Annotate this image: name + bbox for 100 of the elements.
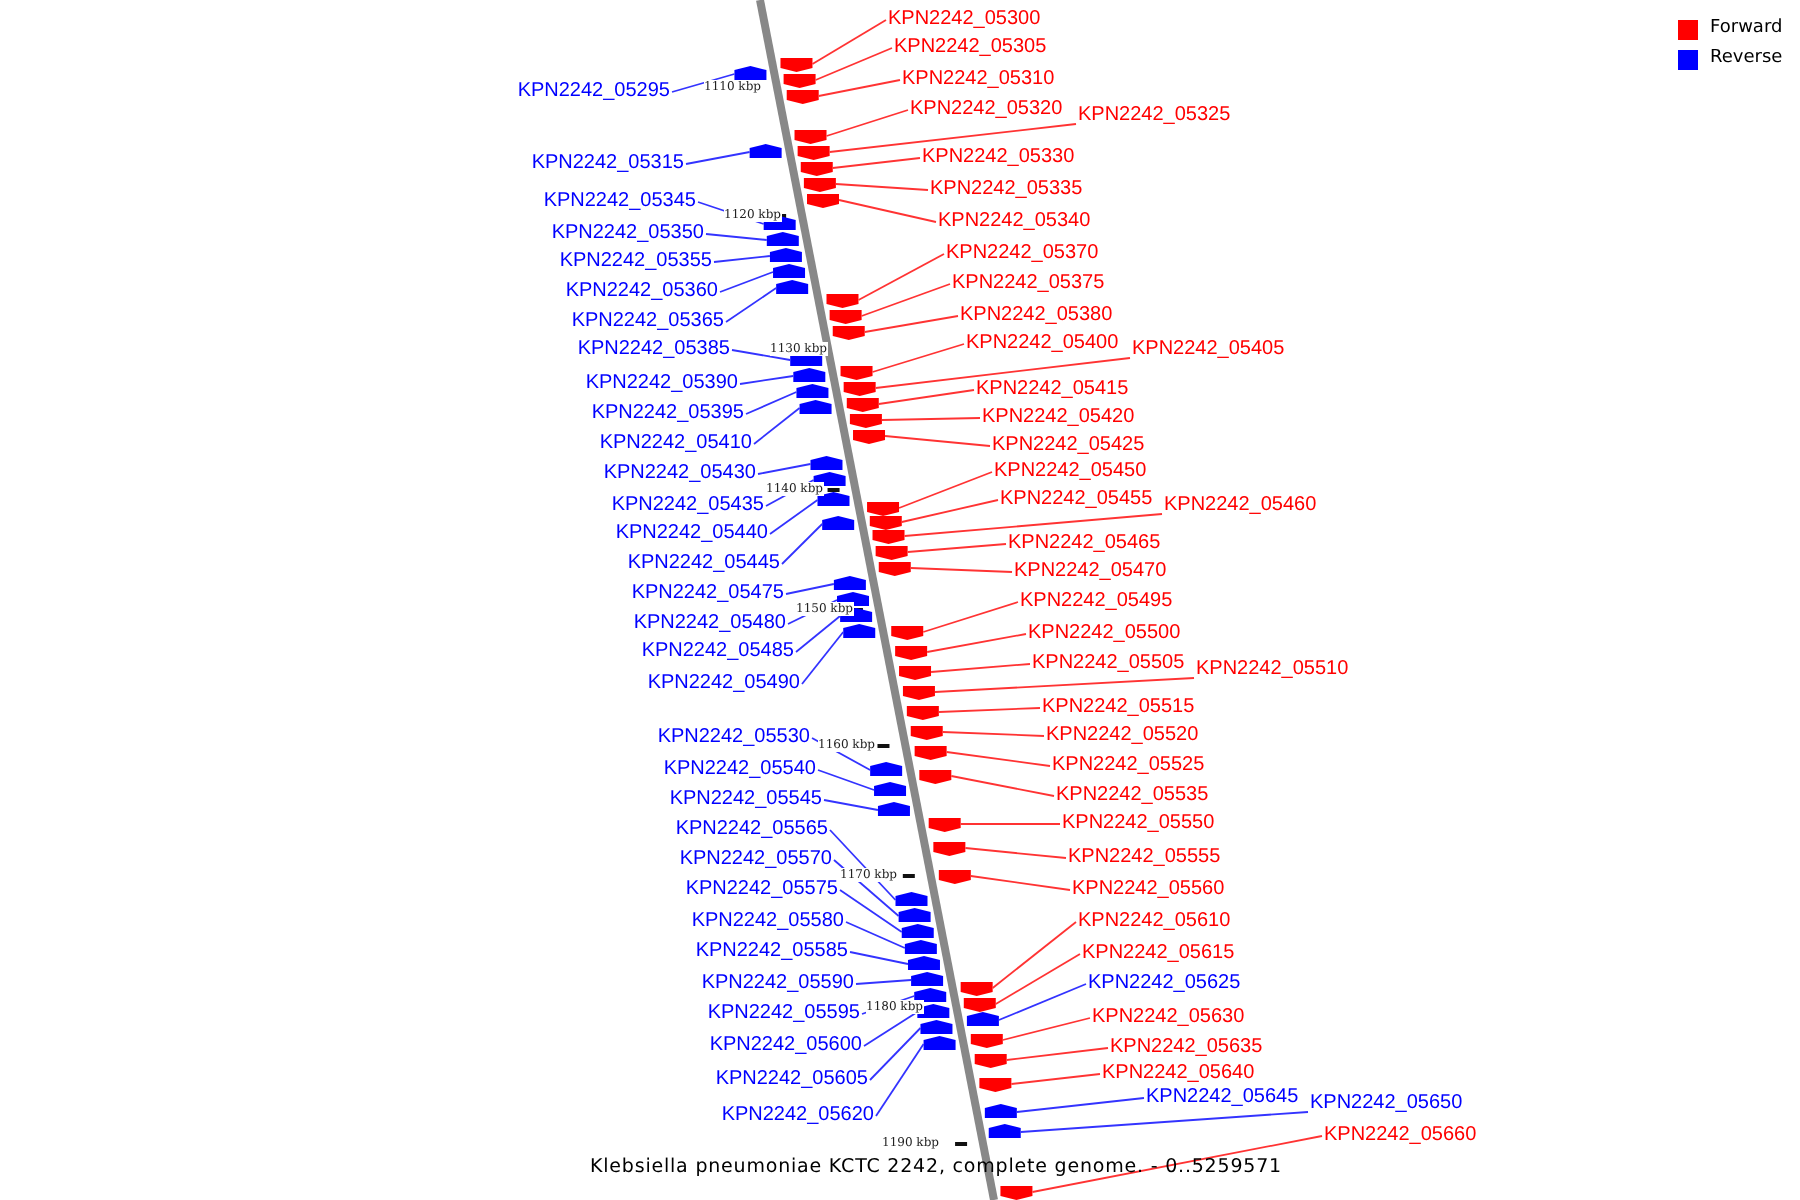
- leader-line: [969, 875, 1071, 891]
- gene-label: KPN2242_05595: [707, 1002, 860, 1026]
- leader-line: [863, 1011, 919, 1047]
- gene-block: [908, 956, 940, 970]
- gene-block: [840, 366, 873, 380]
- leader-line: [860, 283, 951, 317]
- gene-label: KPN2242_05455: [1000, 488, 1153, 512]
- leader-line: [739, 375, 795, 385]
- gene-block: [799, 400, 832, 414]
- gene-block: [904, 940, 937, 954]
- gene-label: KPN2242_05580: [691, 910, 844, 934]
- gene-block: [786, 90, 819, 104]
- leader-line: [959, 823, 1061, 825]
- leader-line: [871, 343, 965, 373]
- gene-label: KPN2242_05475: [631, 582, 784, 606]
- gene-label: KPN2242_05365: [571, 310, 724, 334]
- leader-line: [713, 255, 771, 263]
- gene-label: KPN2242_05480: [633, 612, 786, 636]
- gene-label: KPN2242_05615: [1082, 942, 1235, 966]
- leader-line: [817, 769, 875, 791]
- gene-label: KPN2242_05325: [1078, 104, 1231, 128]
- leader-line: [817, 79, 901, 97]
- gene-label: KPN2242_05515: [1042, 696, 1195, 720]
- gene-block: [833, 576, 866, 590]
- gene-block: [895, 646, 928, 660]
- gene-block: [878, 562, 911, 576]
- leader-line: [934, 677, 1195, 693]
- gene-label: KPN2242_05625: [1088, 972, 1241, 996]
- gene-label: KPN2242_05420: [982, 406, 1135, 430]
- gene-label: KPN2242_05555: [1068, 846, 1221, 870]
- gene-label: KPN2242_05355: [559, 250, 712, 274]
- gene-label: KPN2242_05410: [599, 432, 752, 456]
- leader-line: [964, 847, 1067, 859]
- gene-block: [1000, 1186, 1033, 1200]
- gene-block: [910, 726, 943, 740]
- leader-line: [845, 921, 906, 949]
- gene-label: KPN2242_05305: [894, 36, 1047, 60]
- gene-block: [928, 818, 961, 832]
- gene-label: KPN2242_05635: [1110, 1036, 1263, 1060]
- gene-block: [797, 146, 830, 160]
- gene-label: KPN2242_05660: [1324, 1124, 1477, 1148]
- leader-line: [863, 315, 959, 333]
- gene-block: [874, 782, 907, 796]
- gene-block: [970, 1034, 1003, 1048]
- gene-block: [914, 746, 947, 760]
- gene-block: [911, 972, 944, 986]
- leader-line: [671, 73, 736, 93]
- gene-label: KPN2242_05510: [1196, 658, 1349, 682]
- gene-label: KPN2242_05525: [1052, 754, 1205, 778]
- gene-label: KPN2242_05620: [721, 1104, 874, 1128]
- gene-label: KPN2242_05490: [647, 672, 800, 696]
- leader-line: [831, 157, 921, 169]
- leader-line: [781, 523, 824, 565]
- gene-block: [898, 908, 931, 922]
- gene-label: KPN2242_05585: [695, 940, 848, 964]
- gene-block: [843, 624, 876, 638]
- gene-label: KPN2242_05380: [960, 304, 1113, 328]
- gene-label: KPN2242_05565: [675, 818, 828, 842]
- genome-caption: Klebsiella pneumoniae KCTC 2242, complete genome. - 0..5259571: [590, 1156, 1282, 1180]
- gene-block: [974, 1054, 1007, 1068]
- gene-block: [794, 130, 827, 144]
- gene-label: KPN2242_05360: [565, 280, 718, 304]
- gene-block: [793, 368, 826, 382]
- leader-line: [811, 19, 887, 65]
- leader-line: [825, 109, 909, 137]
- gene-block: [783, 74, 816, 88]
- gene-block: [899, 666, 932, 680]
- leader-line: [930, 663, 1031, 673]
- gene-label: KPN2242_05630: [1092, 1006, 1245, 1030]
- gene-block: [822, 516, 855, 530]
- gene-label: KPN2242_05500: [1028, 622, 1181, 646]
- leader-line: [950, 775, 1055, 797]
- gene-block: [902, 686, 935, 700]
- gene-block: [749, 144, 782, 158]
- leader-line: [801, 631, 845, 685]
- gene-block: [875, 546, 908, 560]
- gene-block: [867, 502, 900, 516]
- leader-line: [994, 953, 1081, 1005]
- gene-block: [800, 162, 833, 176]
- gene-block: [963, 998, 996, 1012]
- gene-block: [813, 472, 846, 486]
- gene-block: [829, 310, 862, 324]
- legend-label: Reverse: [1710, 48, 1783, 70]
- gene-block: [780, 58, 813, 72]
- gene-block: [920, 1020, 953, 1034]
- gene-block: [817, 492, 850, 506]
- leader-line: [857, 253, 945, 301]
- leader-line: [900, 499, 999, 523]
- gene-block: [769, 248, 802, 262]
- gene-label: KPN2242_05530: [657, 726, 810, 750]
- gene-block: [966, 1012, 999, 1026]
- gene-label: KPN2242_05350: [551, 222, 704, 246]
- leader-line: [941, 731, 1045, 737]
- leader-line: [937, 707, 1041, 713]
- gene-block: [807, 194, 839, 208]
- gene-label: KPN2242_05570: [679, 848, 832, 872]
- gene-block: [895, 892, 928, 906]
- gene-label: KPN2242_05600: [709, 1034, 862, 1058]
- gene-label: KPN2242_05390: [585, 372, 738, 396]
- gene-label: KPN2242_05395: [591, 402, 744, 426]
